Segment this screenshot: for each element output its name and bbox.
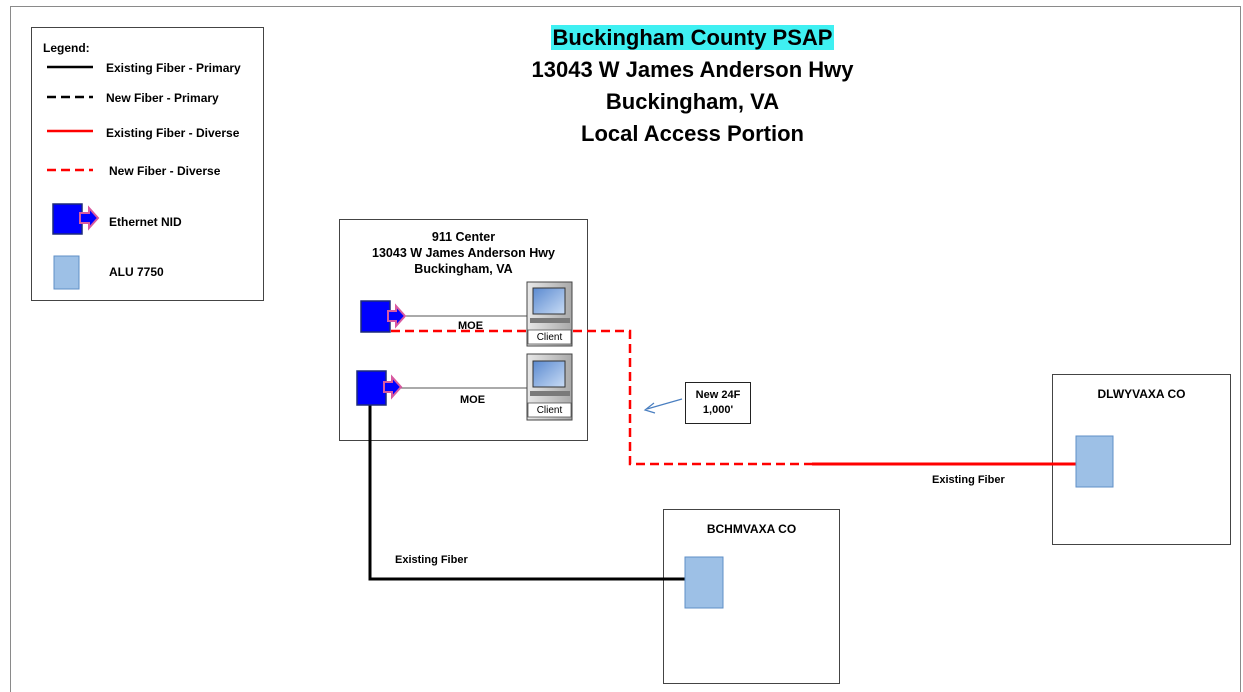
ethernet-nid-icon-top (360, 300, 407, 333)
callout-text: New 24F 1,000' (686, 388, 750, 418)
legend-box: Legend: Existing Fiber - Primary New Fib… (31, 27, 264, 301)
ethernet-nid-icon-bottom (356, 370, 403, 406)
title-city: Buckingham, VA (605, 89, 780, 114)
moe-label-top: MOE (458, 320, 484, 332)
legend-label-existing-diverse: Existing Fiber - Diverse (106, 126, 240, 140)
callout-arrow-line (646, 398, 683, 410)
alu-7750-icon-bchmvaxa (684, 556, 724, 609)
new-fiber-diverse-path (391, 329, 812, 466)
bchmvaxa-co-title: BCHMVAXA CO (706, 522, 797, 536)
legend-label-ethernet-nid: Ethernet NID (109, 215, 182, 229)
client-computer-icon-bottom (526, 353, 573, 421)
center-911-address: 13043 W James Anderson Hwy (372, 246, 555, 260)
new-fiber-callout: New 24F 1,000' (685, 382, 751, 424)
legend-label-existing-primary: Existing Fiber - Primary (106, 61, 241, 75)
center-911-city: Buckingham, VA (414, 262, 513, 276)
existing-fiber-label-bchm: Existing Fiber (395, 554, 468, 566)
center-911-name: 911 Center (431, 230, 496, 244)
diagram-frame (10, 6, 1241, 692)
existing-fiber-primary-path (368, 405, 686, 581)
legend-title: Legend: (43, 41, 90, 55)
center-911-title: 911 Center 13043 W James Anderson Hwy Bu… (340, 229, 587, 277)
alu-7750-icon-dlwyvaxa (1075, 435, 1114, 488)
legend-label-alu-7750: ALU 7750 (109, 265, 164, 279)
client-label-top: Client (536, 332, 563, 343)
diagram-title: Buckingham County PSAP 13043 W James And… (440, 22, 945, 150)
existing-fiber-label-dlwy: Existing Fiber (932, 474, 1005, 486)
legend-label-new-primary: New Fiber - Primary (106, 91, 219, 105)
legend-alu-7750-icon (53, 255, 80, 290)
legend-ethernet-nid-icon (52, 203, 100, 235)
dlwyvaxa-co-title: DLWYVAXA CO (1097, 387, 1186, 401)
legend-label-new-diverse: New Fiber - Diverse (109, 164, 221, 178)
client-label-bottom: Client (536, 405, 563, 416)
callout-arrow-head (643, 402, 656, 414)
callout-fiber-count: New 24F (695, 389, 741, 401)
title-portion: Local Access Portion (581, 121, 804, 146)
title-address: 13043 W James Anderson Hwy (531, 57, 854, 82)
client-computer-icon-top (526, 281, 573, 347)
moe-label-bottom: MOE (460, 394, 486, 406)
callout-length: 1,000' (702, 404, 734, 416)
title-psap: Buckingham County PSAP (550, 25, 835, 50)
